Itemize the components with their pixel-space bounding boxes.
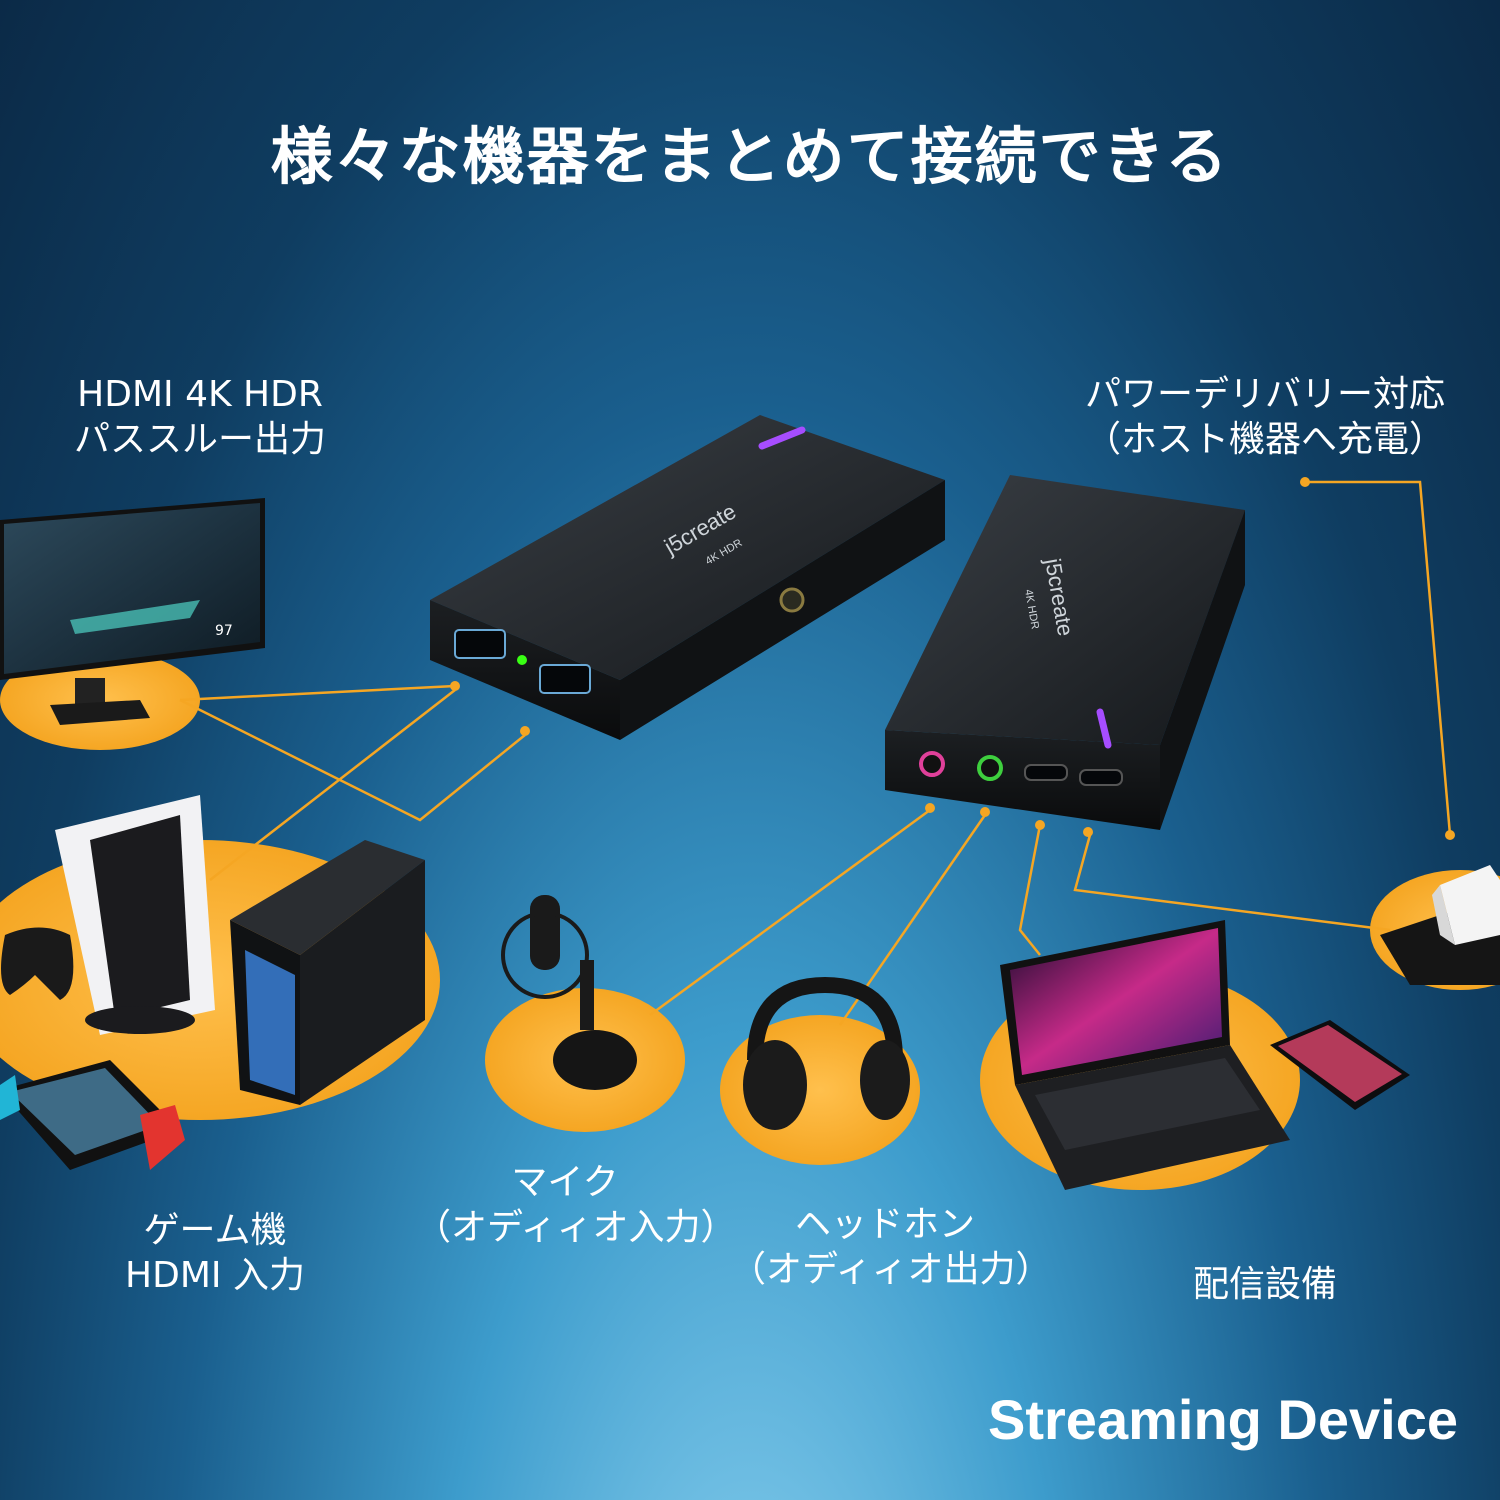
- monitor-hud: 97: [215, 623, 233, 639]
- hdmi-out-line2: パススルー出力: [73, 419, 326, 460]
- led-purple: [758, 426, 806, 450]
- mic-line1: マイク: [511, 1162, 619, 1203]
- game-line2: HDMI 入力: [125, 1255, 305, 1296]
- power-line2: （ホスト機器へ充電）: [1084, 419, 1445, 460]
- headphone-jack: [977, 755, 1003, 781]
- hdmi-port-1: [454, 629, 506, 659]
- streaming-line1: 配信設備: [1192, 1264, 1337, 1305]
- mic-label: マイク （オディィオ入力）: [415, 1160, 737, 1250]
- capture-device-rear: j5create 4K HDR: [885, 475, 1245, 830]
- hdmi-out-label: HDMI 4K HDR パススルー出力: [40, 372, 360, 462]
- mic-line2: （オディィオ入力）: [415, 1207, 737, 1248]
- controller-icon: [1, 927, 74, 1000]
- mount-hole: [779, 587, 805, 613]
- headphone-line2: （オディィオ出力）: [730, 1249, 1052, 1290]
- footer-brand-text: Streaming Device: [988, 1388, 1458, 1451]
- line-usb2: [1073, 834, 1391, 932]
- led-purple-2: [1096, 708, 1112, 749]
- status-led: [517, 655, 527, 665]
- game-line1: ゲーム機: [143, 1210, 287, 1251]
- page-title: 様々な機器をまとめて接続できる: [270, 120, 1230, 193]
- monitor-icon: 97: [0, 498, 265, 725]
- smartphone-icon: [1270, 1020, 1410, 1110]
- laptop-icon: [1000, 920, 1290, 1190]
- streaming-label: 配信設備: [1130, 1262, 1400, 1307]
- capture-device-front: j5create 4K HDR: [430, 415, 945, 740]
- hdmi-port-2: [539, 664, 591, 694]
- headphone-line1: ヘッドホン: [794, 1204, 975, 1245]
- mic-jack: [919, 751, 945, 777]
- power-label: パワーデリバリー対応 （ホスト機器へ充電）: [1060, 372, 1470, 462]
- line-usb1: [1018, 824, 1042, 956]
- game-console-icon: [55, 795, 215, 1035]
- line-hdmi-out: [179, 684, 456, 702]
- switch-icon: [0, 1060, 185, 1170]
- power-line1: パワーデリバリー対応: [1084, 374, 1445, 415]
- connection-lines: [179, 480, 1452, 1026]
- game-label: ゲーム機 HDMI 入力: [95, 1208, 335, 1298]
- pc-tower-icon: [230, 840, 425, 1105]
- line-hdmi-out-diagonal: [179, 698, 526, 822]
- headphones-icon: [743, 976, 910, 1130]
- usb-c-port-2: [1079, 769, 1123, 786]
- usb-c-port-1: [1024, 764, 1068, 781]
- line-power: [1305, 480, 1452, 836]
- microphone-icon: [501, 895, 637, 1090]
- line-mic: [649, 808, 931, 1017]
- hdmi-out-line1: HDMI 4K HDR: [77, 374, 323, 415]
- charger-icon: [1380, 865, 1500, 985]
- headphone-label: ヘッドホン （オディィオ出力）: [730, 1202, 1052, 1292]
- connection-dots: [450, 477, 1455, 840]
- line-game: [209, 689, 456, 881]
